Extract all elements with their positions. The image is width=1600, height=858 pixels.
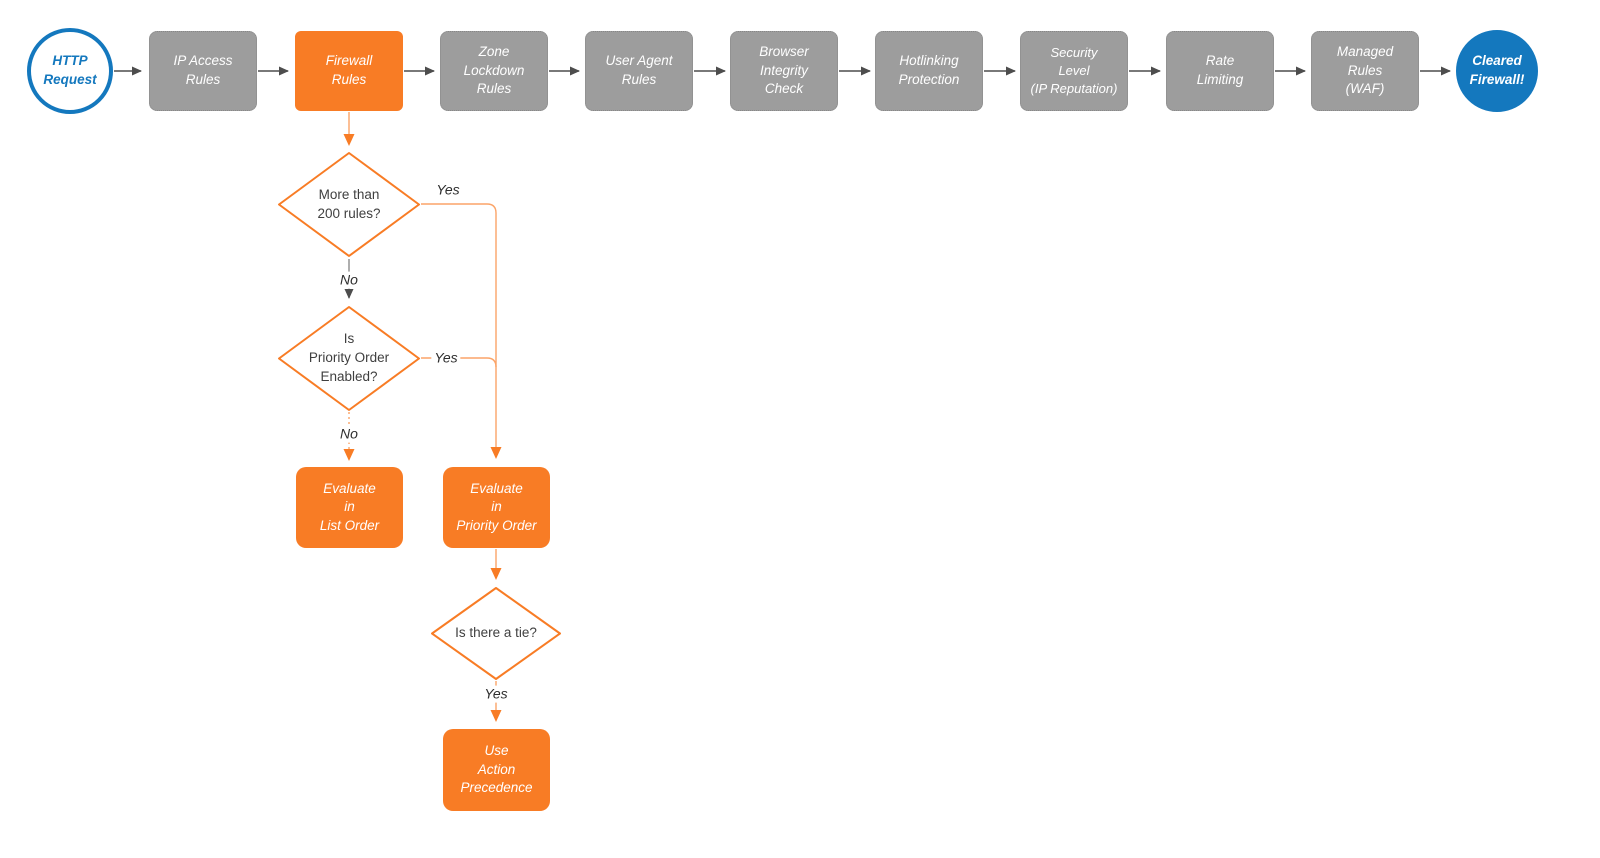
node-browser-integrity-check: Browser Integrity Check — [730, 31, 838, 111]
node-security-level: Security Level (IP Reputation) — [1020, 31, 1128, 111]
node-label: Firewall Rules — [325, 53, 373, 87]
action-label: Evaluate in List Order — [319, 480, 380, 533]
node-cleared-firewall: Cleared Firewall! — [1456, 30, 1538, 112]
node-managed-rules-waf: Managed Rules (WAF) — [1311, 31, 1419, 111]
node-firewall-rules: Firewall Rules — [295, 31, 403, 111]
node-label: IP Access Rules — [173, 53, 233, 87]
node-label: Cleared Firewall! — [1469, 53, 1525, 87]
edge-decision-200-yes-to-priority-order-box — [421, 203, 502, 459]
decision-more-than-200-rules: More than 200 rules? — [277, 151, 421, 258]
node-label: Rate Limiting — [1196, 53, 1244, 87]
decision-label: Is there a tie? — [455, 625, 537, 641]
decision-priority-order-enabled: Is Priority Order Enabled? — [277, 305, 421, 412]
decision-is-there-a-tie: Is there a tie? — [430, 586, 562, 681]
node-label: Security Level (IP Reputation) — [1030, 45, 1118, 96]
node-user-agent-rules: User Agent Rules — [585, 31, 693, 111]
decision-label: Is Priority Order Enabled? — [308, 331, 390, 384]
node-zone-lockdown-rules: Zone Lockdown Rules — [440, 31, 548, 111]
node-label: Browser Integrity Check — [759, 44, 809, 97]
edge-label-yes-3: Yes — [481, 685, 511, 703]
node-label: Hotlinking Protection — [898, 53, 960, 87]
action-evaluate-priority-order: Evaluate in Priority Order — [443, 467, 550, 548]
node-http-request: HTTP Request — [27, 28, 113, 114]
node-hotlinking-protection: Hotlinking Protection — [875, 31, 983, 111]
node-rate-limiting: Rate Limiting — [1166, 31, 1274, 111]
node-label: HTTP Request — [43, 53, 97, 87]
decision-label: More than 200 rules? — [317, 186, 381, 221]
diamond-shape — [431, 587, 561, 680]
edge-label-no-2: No — [337, 425, 361, 443]
diamond-shape — [278, 152, 420, 257]
node-label: User Agent Rules — [605, 53, 673, 87]
action-label: Use Action Precedence — [460, 743, 533, 796]
action-evaluate-list-order: Evaluate in List Order — [296, 467, 403, 548]
action-label: Evaluate in Priority Order — [456, 480, 537, 533]
diamond-shape — [278, 306, 420, 411]
node-label: Managed Rules (WAF) — [1336, 44, 1394, 97]
node-ip-access-rules: IP Access Rules — [149, 31, 257, 111]
edge-label-yes-2: Yes — [431, 349, 461, 367]
action-use-action-precedence: Use Action Precedence — [443, 729, 550, 811]
node-label: Zone Lockdown Rules — [463, 44, 525, 97]
edge-label-no-1: No — [337, 271, 361, 289]
edge-label-yes-1: Yes — [433, 181, 463, 199]
